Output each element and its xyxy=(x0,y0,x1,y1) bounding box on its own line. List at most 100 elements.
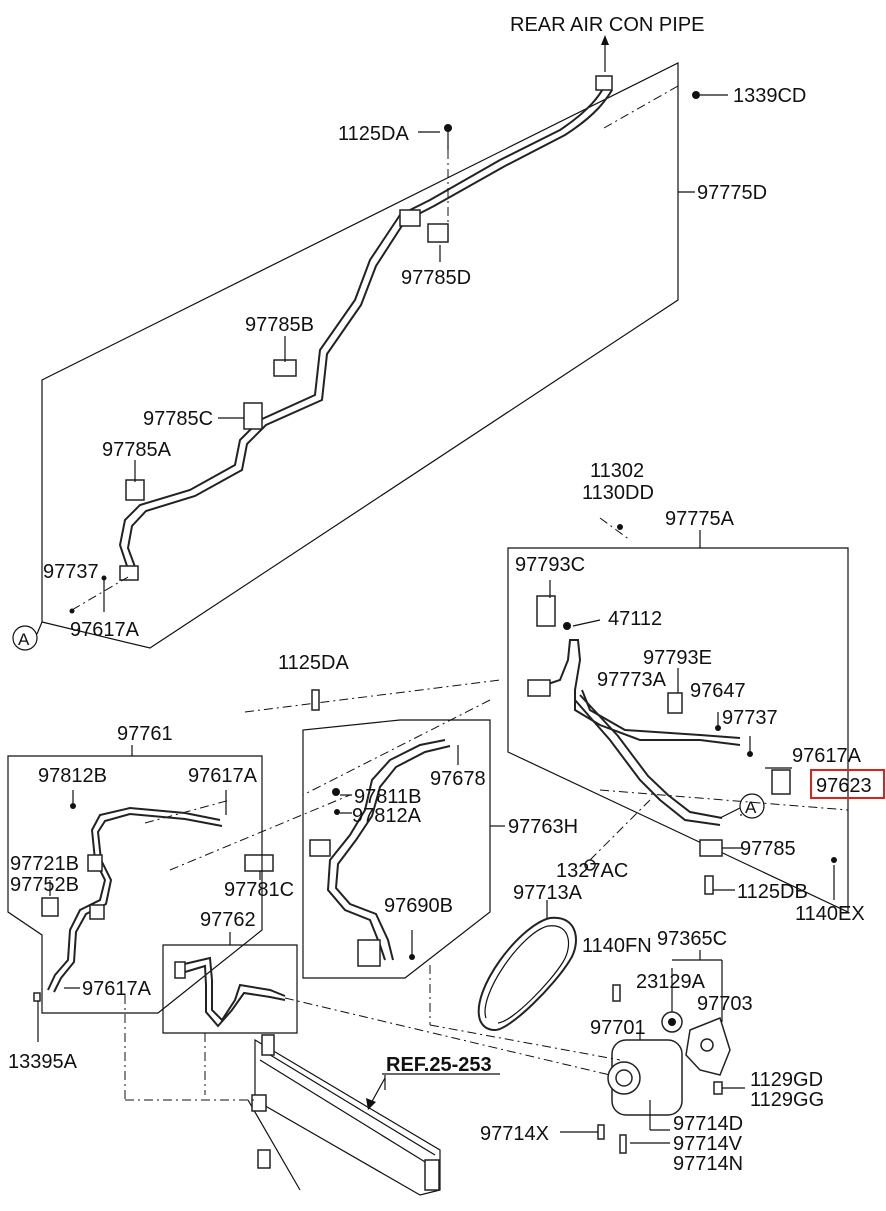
clamp-97785 xyxy=(699,839,723,857)
circle-a-left xyxy=(12,625,38,651)
label-1129gd: 1129GD xyxy=(750,1069,823,1091)
label-1125da-top: 1125DA xyxy=(338,123,409,145)
bolt-97714v xyxy=(619,1134,627,1154)
label-97781c: 97781C xyxy=(224,879,294,901)
label-97812b: 97812B xyxy=(38,765,107,787)
panel-outline-97775a xyxy=(507,547,849,913)
label-97617a-left2: 97617A xyxy=(82,978,152,1000)
right-assembly-panel xyxy=(507,517,849,913)
label-97785c: 97785C xyxy=(143,408,213,430)
fitting-left-97775a xyxy=(527,679,551,697)
label-97775d: 97775D xyxy=(697,182,767,204)
panel-outline-97761 xyxy=(7,755,263,1014)
clamp-97793e xyxy=(667,692,683,714)
left-assembly-panel xyxy=(7,745,263,1042)
fitting-97690b xyxy=(357,939,381,967)
label-1129gg: 1129GG xyxy=(750,1089,824,1111)
circle-a-right xyxy=(739,793,765,819)
label-23129a: 23129A xyxy=(636,971,706,993)
compressor-assembly xyxy=(429,950,745,1154)
label-97793c: 97793C xyxy=(515,554,585,576)
label-97762: 97762 xyxy=(200,909,256,931)
label-1339cd: 1339CD xyxy=(733,85,806,107)
label-97617a-top: 97617A xyxy=(70,619,140,641)
label-1125da-mid: 1125DA xyxy=(278,652,349,674)
clamp-97785d xyxy=(427,223,449,243)
top-assembly-panel xyxy=(41,35,728,649)
label-13395a: 13395A xyxy=(8,1051,78,1073)
label-97793e: 97793E xyxy=(643,647,712,669)
bolt-1129gd xyxy=(713,1081,723,1095)
clamp-97721b xyxy=(87,854,103,872)
label-47112: 47112 xyxy=(608,608,662,630)
label-97812a: 97812A xyxy=(352,805,422,827)
bolt-1125db xyxy=(704,875,714,895)
label-97623: 97623 xyxy=(816,775,872,797)
label-97690b: 97690B xyxy=(384,895,453,917)
label-97617a-left: 97617A xyxy=(188,765,258,787)
fitting-97811b xyxy=(309,839,331,857)
label-97763h: 97763H xyxy=(508,816,578,838)
label-97365c: 97365C xyxy=(657,928,727,950)
label-1140ex: 1140EX xyxy=(795,903,865,925)
label-11302: 11302 xyxy=(590,460,644,482)
label-97785d: 97785D xyxy=(401,267,471,289)
bolt-1140fn xyxy=(612,984,621,1002)
panel-outline-97762 xyxy=(162,944,298,1034)
label-97647: 97647 xyxy=(690,680,746,702)
circle-a-left-text: A xyxy=(18,630,30,649)
nut-13395a xyxy=(33,992,41,1002)
label-97785: 97785 xyxy=(740,838,796,860)
highlight-box-97623 xyxy=(810,769,885,799)
condenser-assembly xyxy=(124,995,500,1196)
label-97701: 97701 xyxy=(590,1017,646,1039)
bolt-97714x xyxy=(597,1124,605,1140)
panel-outline-97775d xyxy=(41,62,679,649)
title-label: REAR AIR CON PIPE xyxy=(510,14,705,36)
condenser-fitting-mid xyxy=(251,1094,267,1112)
panel-97762 xyxy=(162,932,611,1076)
label-1130dd: 1130DD xyxy=(582,482,654,504)
label-1140fn: 1140FN xyxy=(582,935,652,957)
circle-a-right-text: A xyxy=(745,798,757,817)
label-97775a: 97775A xyxy=(665,508,735,530)
condenser-fitting-low xyxy=(257,1149,271,1169)
valve-97793c xyxy=(536,595,556,627)
label-97714v: 97714V xyxy=(673,1133,743,1155)
label-97737-top: 97737 xyxy=(43,561,99,583)
clamp-97785c xyxy=(243,402,263,430)
label-97714x: 97714X xyxy=(480,1123,549,1145)
condenser-fitting-top xyxy=(261,1034,275,1056)
label-97713a: 97713A xyxy=(513,882,583,904)
condenser-fitting-right xyxy=(424,1159,440,1191)
label-97737-right: 97737 xyxy=(722,707,778,729)
bolt-1125da-mid xyxy=(311,689,320,711)
label-97703: 97703 xyxy=(697,993,753,1015)
label-97761: 97761 xyxy=(117,723,173,745)
label-97678: 97678 xyxy=(430,768,486,790)
panel-outline-97763h xyxy=(302,719,491,979)
sensor-97623 xyxy=(771,769,791,795)
ref-label: REF.25-253 xyxy=(386,1054,492,1076)
label-97714n: 97714N xyxy=(673,1153,743,1175)
label-97773a: 97773A xyxy=(597,669,667,691)
pipe-end-fitting-top xyxy=(595,75,613,91)
clamp-97785b xyxy=(273,359,297,377)
middle-assembly-panel xyxy=(144,679,505,979)
label-97785b: 97785B xyxy=(245,314,314,336)
label-97721b: 97721B xyxy=(10,853,79,875)
pipe-end-fitting-bottom xyxy=(119,565,139,581)
label-97811b: 97811B xyxy=(354,786,421,808)
label-97617a-right: 97617A xyxy=(792,745,862,767)
label-1125db: 1125DB xyxy=(737,881,808,903)
label-97714d: 97714D xyxy=(673,1113,743,1135)
label-1327ac: 1327AC xyxy=(556,860,628,882)
fitting-97752b xyxy=(41,897,59,917)
clamp-97785d-a xyxy=(399,209,421,227)
nut-1327ac xyxy=(584,859,596,871)
label-97752b: 97752B xyxy=(10,874,79,896)
clamp-left-lower xyxy=(89,904,105,920)
fitting-97762-left xyxy=(174,961,186,979)
drive-belt-97713a xyxy=(477,916,577,1032)
